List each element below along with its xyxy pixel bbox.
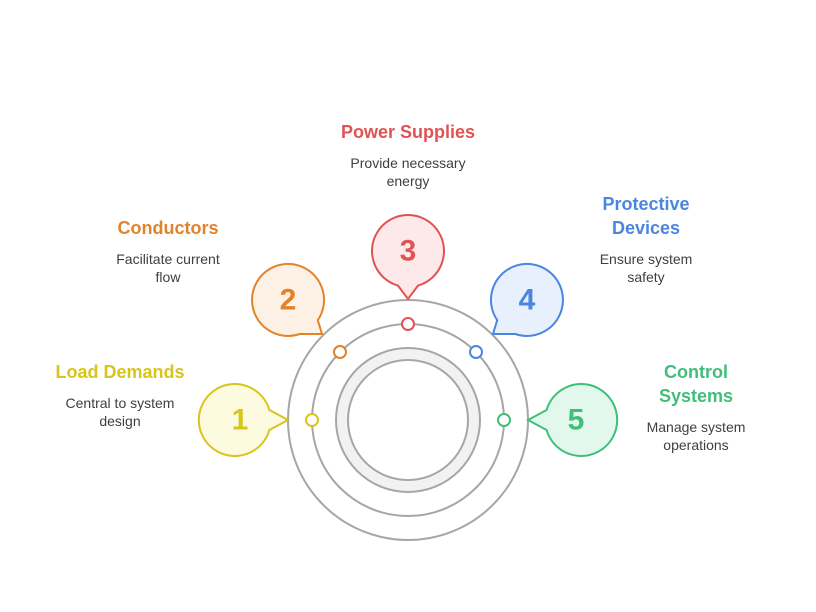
label-1-description: Central to system design [65,395,175,429]
label-2-title: Conductors [117,218,219,238]
label-5-title: Control Systems [658,362,734,406]
label-3-description: Provide necessary energy [350,155,466,189]
label-2-description: Facilitate current flow [116,251,220,285]
marker-4 [469,345,483,359]
hub-inner [347,359,469,481]
marker-2 [333,345,347,359]
label-3-title: Power Supplies [340,122,476,142]
label-5: Control Systems Manage system operations [606,360,786,454]
bubble-2-number: 2 [280,284,297,317]
bubble-3-shape [371,214,445,301]
bubble-5-number: 5 [568,404,585,437]
label-1-title: Load Demands [55,362,185,382]
bubble-1-number: 1 [232,404,249,437]
label-3: Power Supplies Provide necessary energy [308,120,508,190]
label-5-description: Manage system operations [646,419,746,453]
bubble-5-shape [525,383,619,457]
bubble-1-shape [197,383,291,457]
label-2: Conductors Facilitate current flow [78,216,258,286]
bubble-3-number: 3 [400,235,417,268]
bubble-2-shape [251,262,326,337]
bubble-3: 3 [371,214,445,301]
marker-3 [401,317,415,331]
bubble-5: 5 [525,383,619,457]
bubble-4-number: 4 [519,284,536,317]
label-4-title: Protective Devices [602,194,690,238]
label-4: Protective Devices Ensure system safety [556,192,736,286]
bubble-4-shape [489,262,564,337]
bubble-4: 4 [489,262,564,337]
bubble-1: 1 [197,383,291,457]
label-1: Load Demands Central to system design [30,360,210,430]
label-4-description: Ensure system safety [599,251,693,285]
bubble-2: 2 [251,262,326,337]
marker-1 [305,413,319,427]
marker-5 [497,413,511,427]
